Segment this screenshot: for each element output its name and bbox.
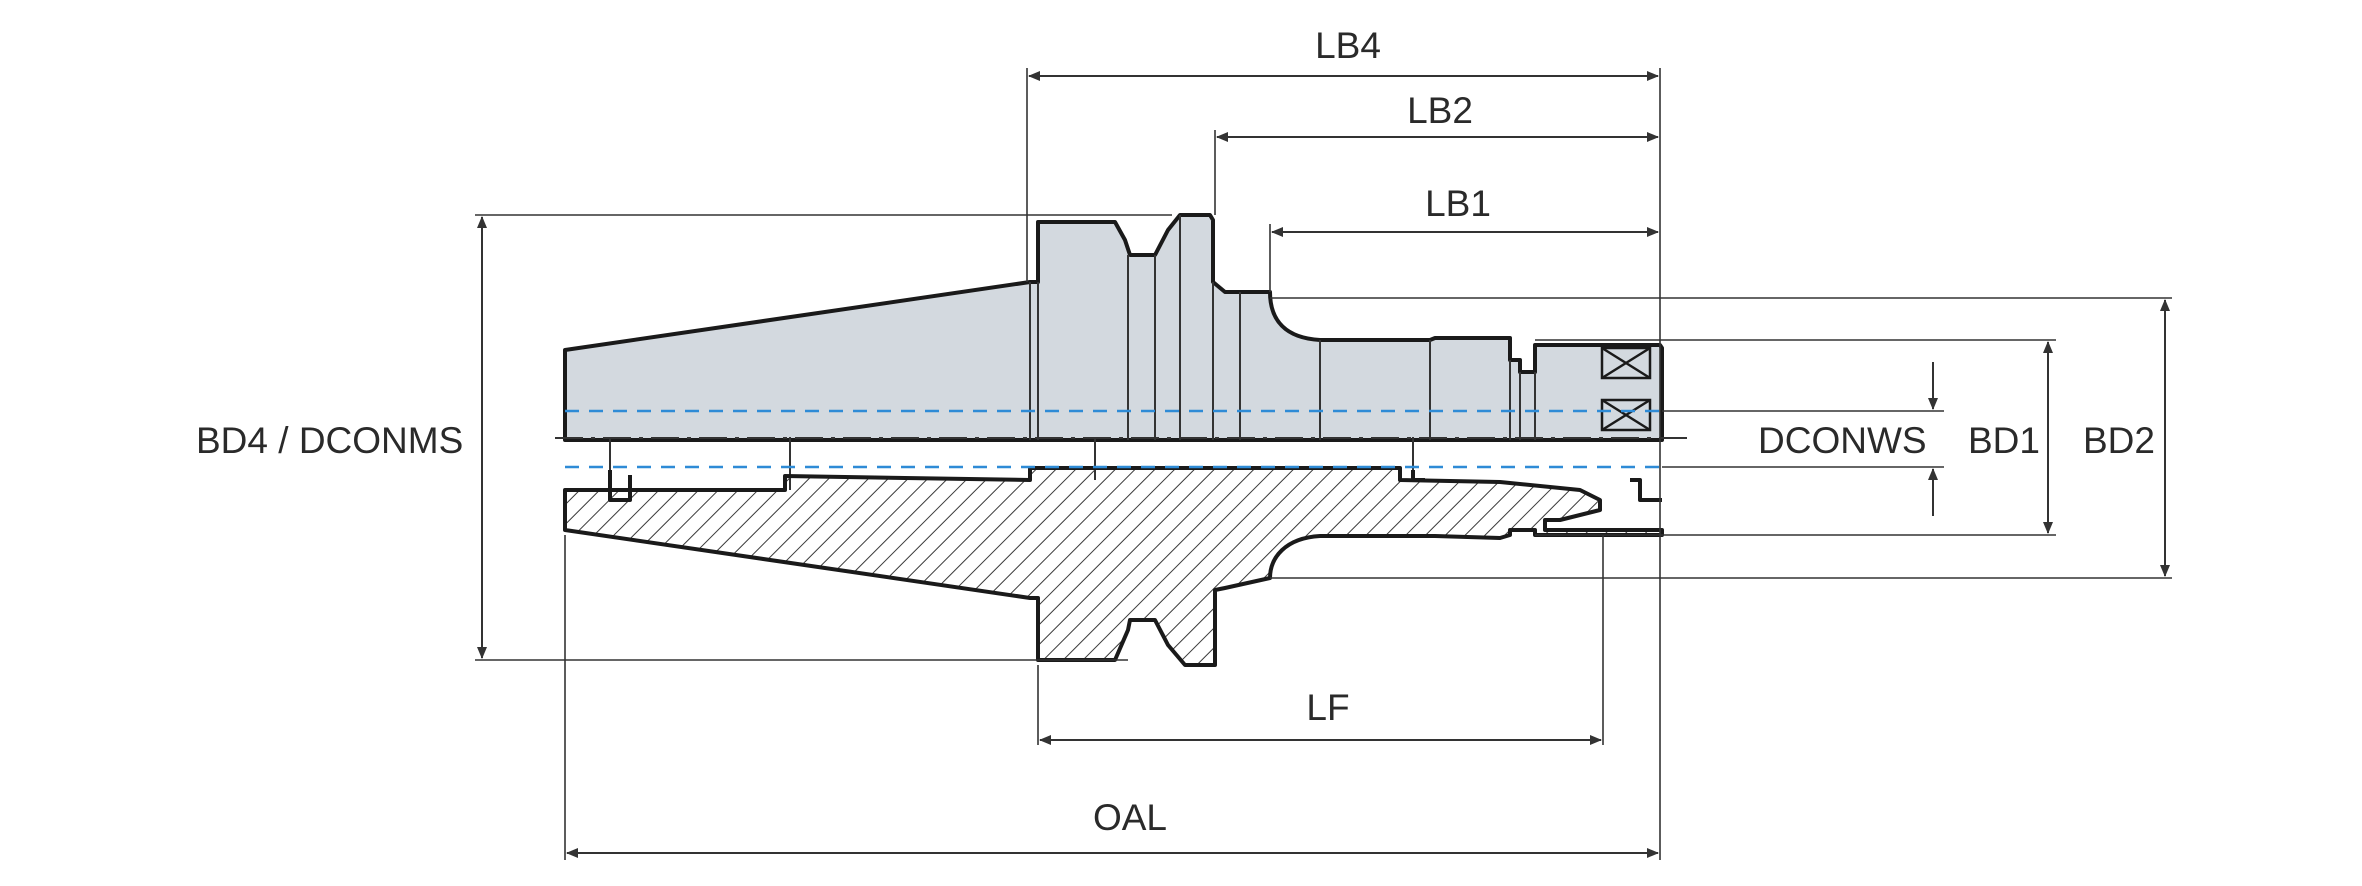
label-lf: LF bbox=[1306, 687, 1349, 728]
label-lb4: LB4 bbox=[1315, 25, 1381, 66]
collet-seat bbox=[1630, 478, 1662, 502]
wrench-flat-bottom-icon bbox=[1600, 398, 1652, 432]
holder-body-section bbox=[563, 466, 1664, 667]
bore-step-1 bbox=[608, 470, 632, 502]
holder-lower-section bbox=[563, 466, 1664, 667]
label-dconws: DCONWS bbox=[1758, 420, 1927, 461]
holder-body-upper bbox=[563, 213, 1664, 442]
label-bd4-dconms: BD4 / DCONMS bbox=[196, 420, 463, 461]
extension-lines bbox=[475, 68, 2172, 860]
label-lb2: LB2 bbox=[1407, 90, 1473, 131]
label-bd1: BD1 bbox=[1968, 420, 2040, 461]
holder-upper-half bbox=[563, 213, 1664, 490]
wrench-flat-top-icon bbox=[1600, 346, 1652, 380]
label-bd2: BD2 bbox=[2083, 420, 2155, 461]
label-lb1: LB1 bbox=[1425, 183, 1491, 224]
label-oal: OAL bbox=[1093, 797, 1167, 838]
bore-step-2 bbox=[1411, 470, 1425, 482]
